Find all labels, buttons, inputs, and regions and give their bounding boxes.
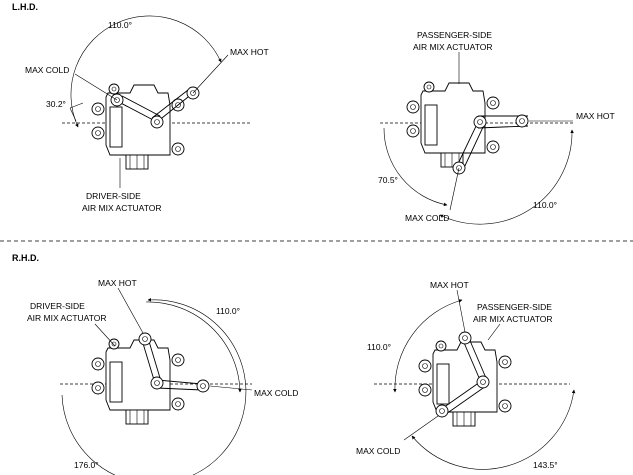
lhd-passenger-max-hot: MAX HOT	[576, 111, 615, 121]
rhd-driver-angle-large: 176.0°	[74, 460, 99, 470]
lhd-driver-max-hot: MAX HOT	[230, 47, 269, 57]
lhd-passenger-label-line1: PASSENGER-SIDE	[417, 30, 492, 40]
lhd-driver-max-cold: MAX COLD	[25, 65, 69, 75]
lhd-driver-label-line2: AIR MIX ACTUATOR	[82, 203, 162, 213]
lhd-passenger-max-cold: MAX COLD	[405, 213, 449, 223]
rhd-passenger-label-line2: AIR MIX ACTUATOR	[473, 314, 553, 324]
lhd-driver-diagram: 110.0° MAX HOT MAX COLD 30.2° DRIVER-SID…	[25, 15, 269, 213]
lhd-driver-angle-small: 30.2°	[46, 99, 66, 109]
rhd-driver-label-line1: DRIVER-SIDE	[30, 301, 85, 311]
rhd-driver-diagram: MAX HOT DRIVER-SIDE AIR MIX ACTUATOR 110…	[27, 278, 298, 475]
lhd-passenger-angle-small: 70.5°	[378, 175, 398, 185]
rhd-driver-label-line2: AIR MIX ACTUATOR	[27, 313, 107, 323]
lhd-section-title: L.H.D.	[12, 2, 38, 12]
lhd-passenger-angle-total: 110.0°	[533, 200, 557, 210]
rhd-driver-max-hot: MAX HOT	[98, 278, 137, 288]
rhd-passenger-angle-total: 110.0°	[367, 342, 391, 352]
rhd-passenger-label-line1: PASSENGER-SIDE	[477, 302, 552, 312]
rhd-passenger-diagram: MAX HOT PASSENGER-SIDE AIR MIX ACTUATOR …	[356, 280, 576, 470]
rhd-passenger-max-cold: MAX COLD	[356, 446, 400, 456]
rhd-passenger-angle-large: 143.5°	[533, 460, 558, 470]
lhd-driver-label-line1: DRIVER-SIDE	[86, 191, 141, 201]
rhd-section-title: R.H.D.	[12, 253, 39, 263]
rhd-driver-angle-total: 110.0°	[216, 306, 240, 316]
lhd-driver-angle-total: 110.0°	[108, 20, 132, 30]
rhd-driver-max-cold: MAX COLD	[254, 388, 298, 398]
rhd-passenger-max-hot: MAX HOT	[430, 280, 469, 290]
lhd-passenger-label-line2: AIR MIX ACTUATOR	[413, 42, 493, 52]
lhd-passenger-diagram: PASSENGER-SIDE AIR MIX ACTUATOR MAX HOT …	[378, 30, 615, 225]
